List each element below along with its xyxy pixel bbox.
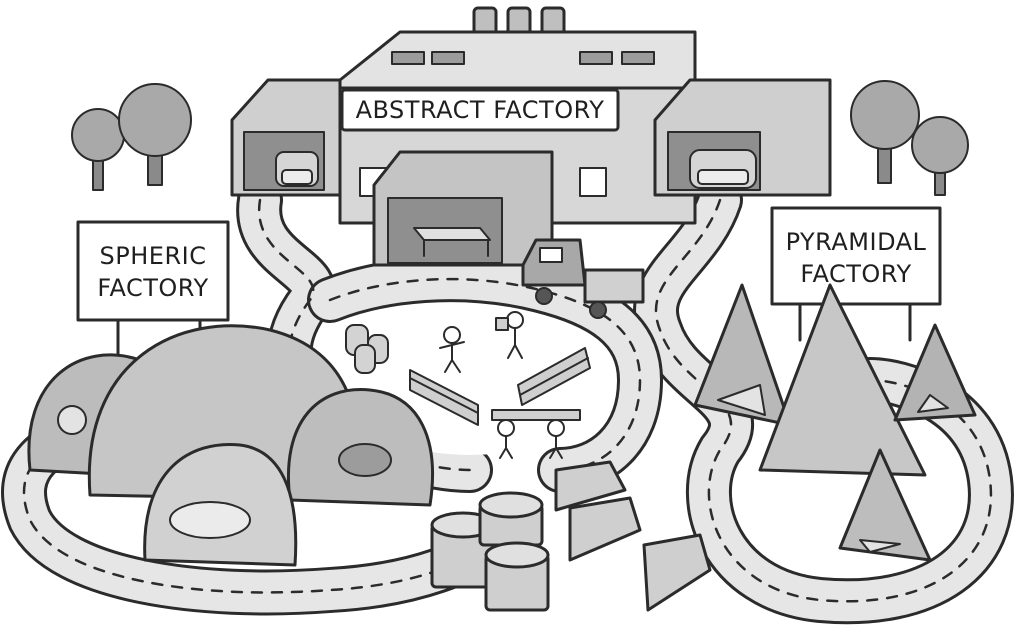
pyramidal-factory-cones (693, 283, 977, 562)
abstract-factory-title: ABSTRACT FACTORY (356, 96, 605, 124)
tree-icon (118, 83, 192, 186)
tree-icon (850, 80, 920, 184)
abstract-factory-sign (340, 88, 620, 132)
barrels (345, 324, 389, 374)
spheric-factory-sign (76, 220, 230, 322)
triangle-sofa-icon (717, 384, 766, 416)
spheric-factory-domes (27, 324, 434, 567)
round-disc-stacks (430, 491, 550, 612)
trees-right (850, 80, 969, 196)
triangle-table-icon (859, 539, 901, 553)
truck-icon (521, 238, 645, 319)
brick-stack (517, 347, 591, 406)
pyramidal-factory-title-line2: FACTORY (800, 260, 911, 288)
spheric-factory-title-line2: FACTORY (97, 274, 208, 302)
round-table-icon (169, 501, 251, 539)
coffee-table-icon (413, 227, 491, 257)
pyramidal-factory-sign-group: PYRAMIDAL FACTORY (770, 206, 942, 342)
tree-icon (71, 108, 125, 191)
worker-icon (495, 311, 524, 359)
workers-carrying-plank (491, 409, 581, 459)
spheric-factory-title-line1: SPHERIC (100, 242, 207, 270)
abstract-factory-building: ABSTRACT FACTORY (230, 6, 832, 267)
tree-icon (911, 116, 969, 196)
spheric-factory-sign-group: SPHERIC FACTORY (76, 220, 230, 362)
worker-icon (439, 326, 465, 373)
pyramidal-factory-title-line1: PYRAMIDAL (786, 228, 927, 256)
trees-left (71, 83, 192, 191)
armchair-icon (689, 149, 757, 189)
lumber-stack (409, 369, 479, 426)
armchair-icon (275, 151, 319, 187)
round-sofa-icon (338, 443, 392, 477)
pyramidal-factory-sign (770, 206, 942, 306)
round-chair-icon (57, 405, 87, 435)
triangle-chair-icon (917, 394, 949, 413)
wedge-stacks (554, 460, 712, 612)
